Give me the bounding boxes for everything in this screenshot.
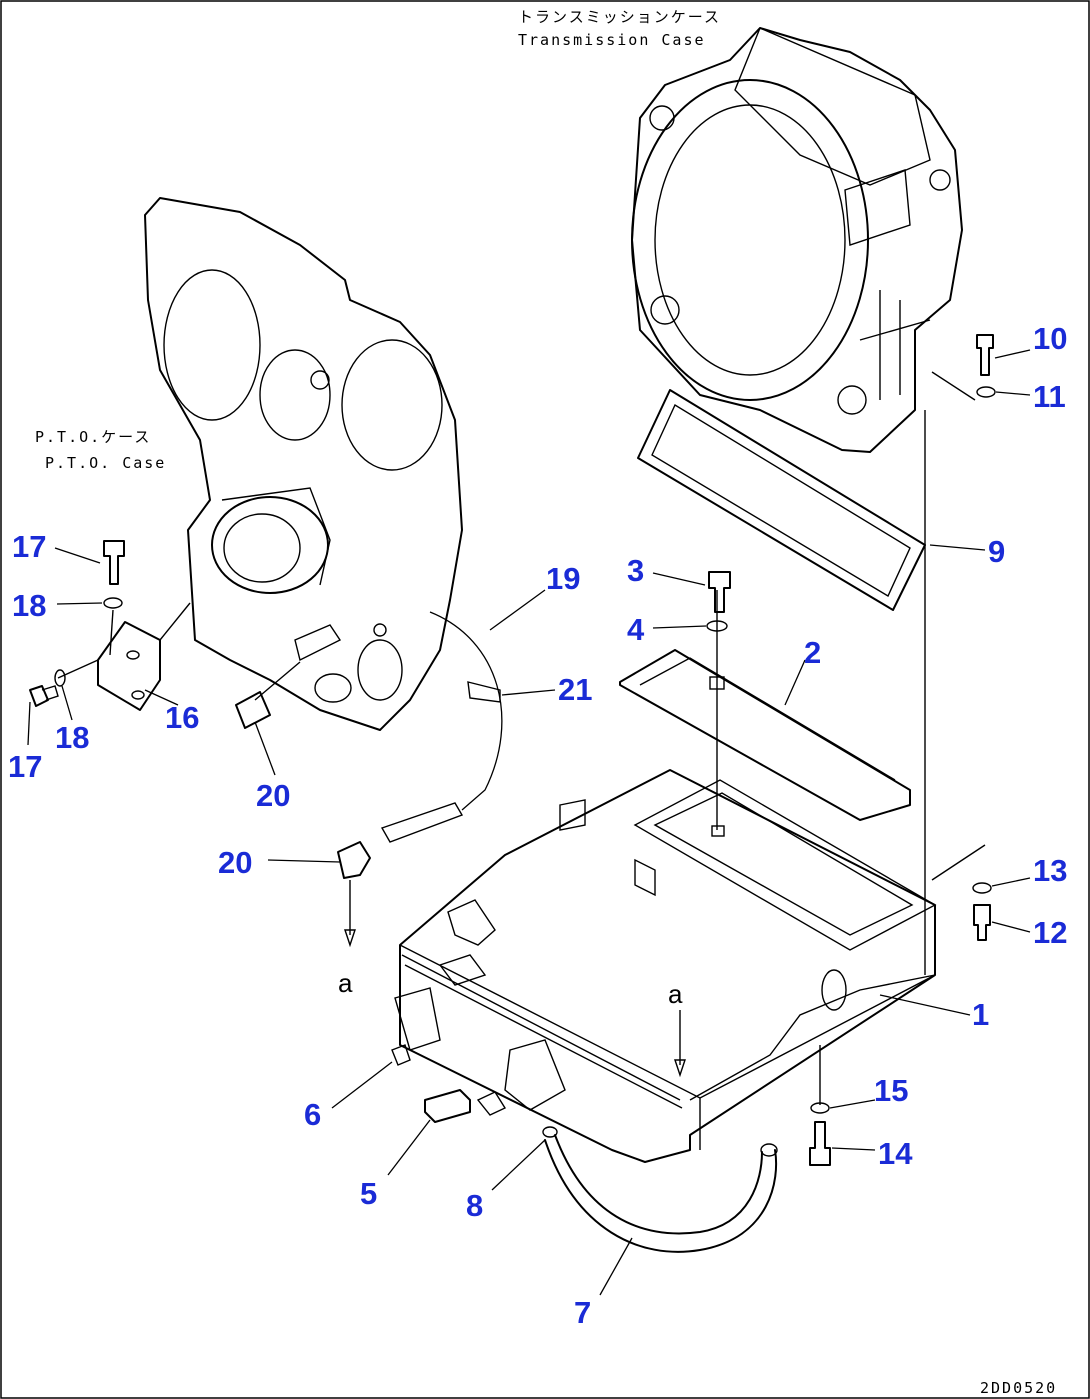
hose-clamp-8 xyxy=(542,1126,558,1138)
callout-16: 16 xyxy=(165,700,199,735)
reference-letter-left: a xyxy=(338,968,353,998)
pto-case-drawing xyxy=(144,197,463,731)
gasket-9 xyxy=(637,389,926,611)
bolt-14 xyxy=(809,1121,831,1166)
elbow-20-lower xyxy=(337,841,371,879)
callout-13: 13 xyxy=(1033,853,1067,888)
bracket-16 xyxy=(97,621,161,711)
callout-15: 15 xyxy=(874,1073,908,1108)
lower-case-1 xyxy=(394,769,937,1163)
transmission-case-title-en: Transmission Case xyxy=(518,31,706,49)
elbow-20-upper xyxy=(235,691,271,729)
washer-18-side xyxy=(54,669,66,687)
callout-7: 7 xyxy=(574,1295,591,1330)
bolt-12 xyxy=(973,904,991,941)
transmission-case-drawing xyxy=(631,27,963,453)
plug-5 xyxy=(424,1089,471,1123)
pto-case-title-en: P.T.O. Case xyxy=(45,454,166,472)
callout-21: 21 xyxy=(558,672,592,707)
cover-2 xyxy=(619,649,911,821)
hose-7 xyxy=(544,1139,778,1253)
reference-letter-right: a xyxy=(668,979,683,1009)
callout-3: 3 xyxy=(627,553,644,588)
callout-2: 2 xyxy=(804,635,821,670)
callout-1: 1 xyxy=(972,997,989,1032)
hose-fitting xyxy=(380,802,464,843)
fitting-6 xyxy=(391,1044,411,1066)
callout-18-top: 18 xyxy=(12,588,46,623)
washer-18-top xyxy=(103,597,123,609)
hose-19 xyxy=(429,611,503,811)
plug-base xyxy=(711,825,725,837)
washer-13 xyxy=(972,882,992,894)
callout-17-top: 17 xyxy=(12,529,46,564)
callout-12: 12 xyxy=(1033,915,1067,950)
bolt-17-top xyxy=(103,540,125,585)
clamp-21 xyxy=(467,681,501,703)
callout-14: 14 xyxy=(878,1136,913,1171)
callout-10: 10 xyxy=(1033,321,1067,356)
bolt-10 xyxy=(976,334,994,376)
callout-17-bottom: 17 xyxy=(8,749,42,784)
drawing-code: 2DD0520 xyxy=(980,1379,1057,1397)
callout-6: 6 xyxy=(304,1097,321,1132)
callout-5: 5 xyxy=(360,1176,377,1211)
pto-case-title-jp: P.T.O.ケース xyxy=(35,428,151,446)
callout-8: 8 xyxy=(466,1188,483,1223)
washer-11 xyxy=(976,386,996,398)
callout-18-bottom: 18 xyxy=(55,720,89,755)
bolt-3 xyxy=(708,571,731,613)
callout-11: 11 xyxy=(1033,379,1066,414)
leader-lines xyxy=(27,349,1031,1296)
callout-20-lower: 20 xyxy=(218,845,252,880)
callout-20-upper: 20 xyxy=(256,778,290,813)
assembly-lines xyxy=(57,371,986,1105)
callout-4: 4 xyxy=(627,612,645,647)
callout-9: 9 xyxy=(988,534,1005,569)
callout-19: 19 xyxy=(546,561,580,596)
transmission-case-title-jp: トランスミッションケース xyxy=(518,8,721,26)
